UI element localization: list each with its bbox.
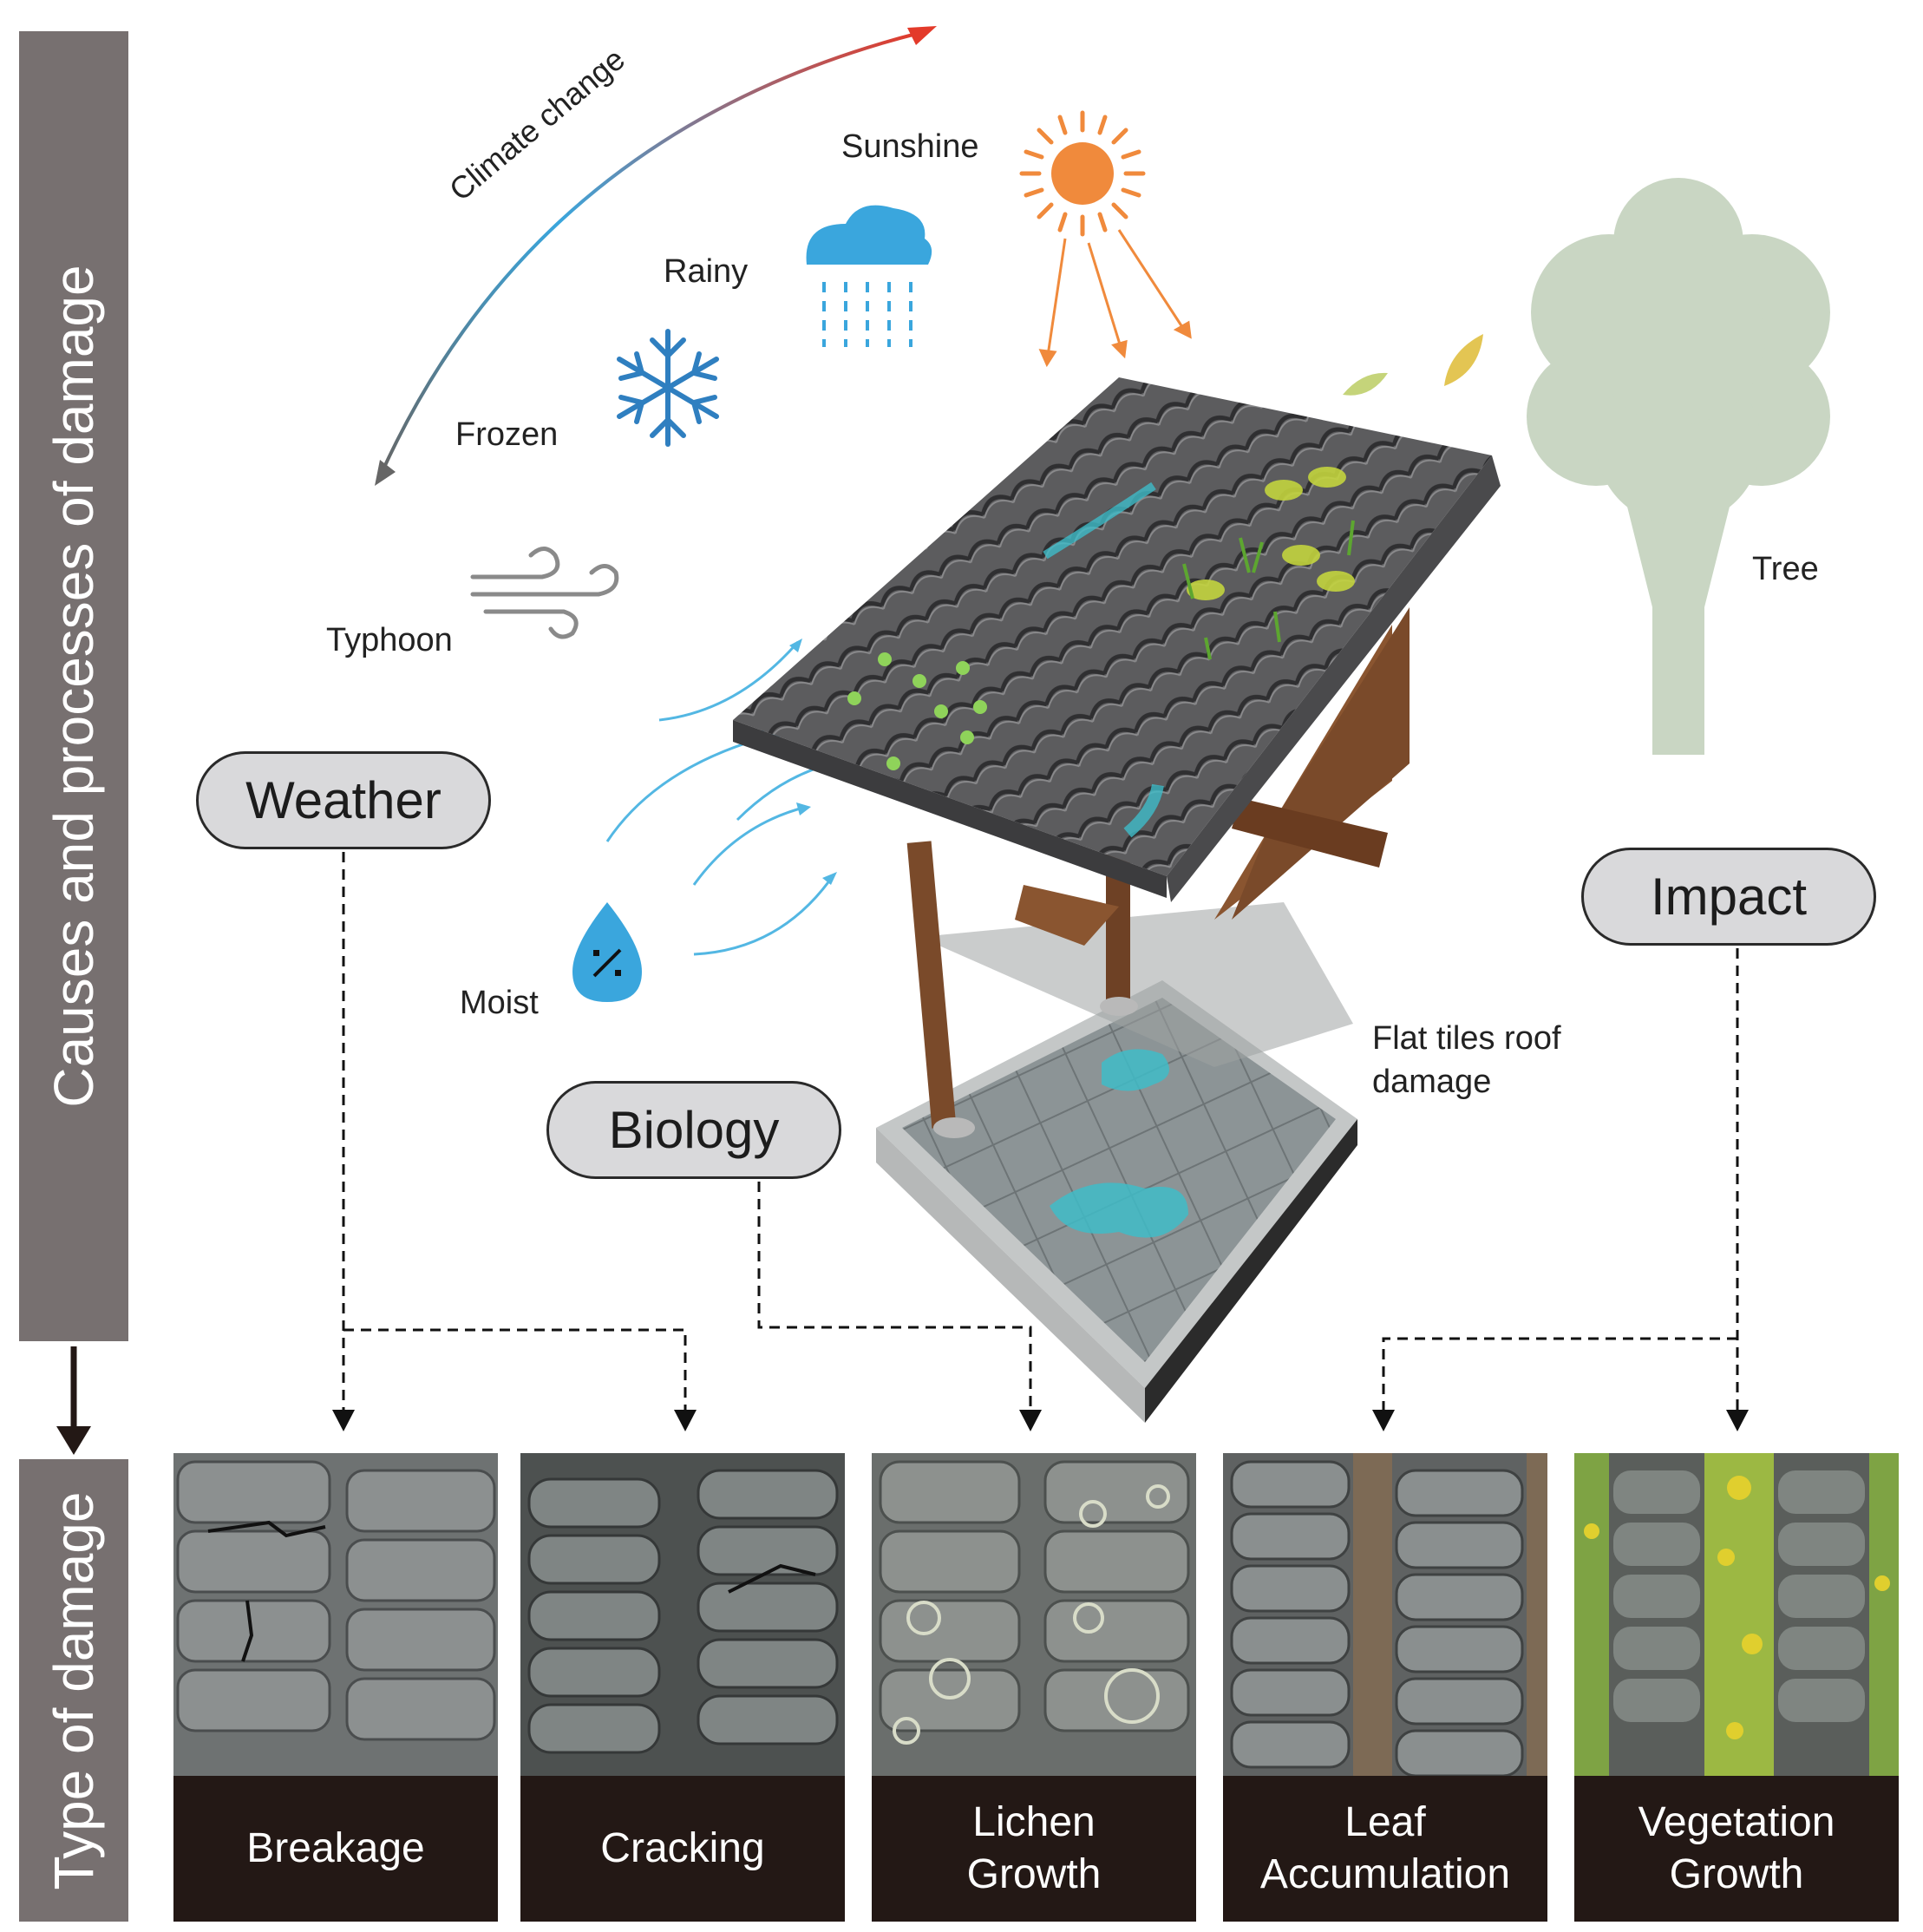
cracking-label: Cracking bbox=[520, 1776, 845, 1922]
causes-bar: Causes and processes of damage bbox=[19, 31, 128, 1341]
illustration bbox=[375, 26, 1830, 1423]
vegetation-photo bbox=[1574, 1453, 1899, 1776]
water-puddle bbox=[1050, 1182, 1188, 1238]
tree-icon bbox=[1527, 178, 1830, 755]
cracking-photo bbox=[520, 1453, 845, 1776]
damage-card-breakage: Breakage bbox=[173, 1453, 498, 1922]
moist-label: Moist bbox=[460, 985, 539, 1021]
impact-category: Impact bbox=[1581, 848, 1876, 946]
types-bar: Type of damage bbox=[19, 1459, 128, 1922]
weather-category: Weather bbox=[196, 751, 491, 849]
wind-icon bbox=[470, 547, 619, 639]
leaf-icon bbox=[1343, 372, 1388, 396]
typhoon-label: Typhoon bbox=[326, 622, 453, 658]
connectors bbox=[332, 852, 1749, 1431]
leaf-photo bbox=[1223, 1453, 1547, 1776]
sunshine-label: Sunshine bbox=[841, 128, 979, 165]
sun-icon bbox=[1019, 110, 1192, 368]
damage-card-vegetation: Vegetation Growth bbox=[1574, 1453, 1899, 1922]
damage-card-cracking: Cracking bbox=[520, 1453, 845, 1922]
frozen-label: Frozen bbox=[455, 416, 559, 453]
damage-card-lichen: Lichen Growth bbox=[872, 1453, 1196, 1922]
water-puddle bbox=[1102, 1049, 1169, 1091]
vegetation-growth-label: Vegetation Growth bbox=[1574, 1776, 1899, 1922]
rain-cloud-icon bbox=[806, 205, 932, 347]
breakage-photo bbox=[173, 1453, 498, 1776]
lichen-growth-label: Lichen Growth bbox=[872, 1776, 1196, 1922]
damage-card-leaf: Leaf Accumulation bbox=[1223, 1453, 1547, 1922]
pavilion-illustration bbox=[733, 377, 1501, 1423]
roof-damage-label: Flat tiles roof damage bbox=[1372, 1020, 1561, 1100]
moisture-drop-icon bbox=[572, 902, 642, 1002]
rainy-label: Rainy bbox=[664, 253, 749, 290]
leaf-accumulation-label: Leaf Accumulation bbox=[1223, 1776, 1547, 1922]
types-bar-label: Type of damage bbox=[43, 1491, 105, 1889]
biology-category: Biology bbox=[546, 1081, 841, 1179]
lichen-photo bbox=[872, 1453, 1196, 1776]
climate-change-arrow bbox=[380, 31, 920, 474]
snowflake-icon bbox=[617, 329, 719, 447]
leaf-icon bbox=[1444, 334, 1483, 386]
tree-label: Tree bbox=[1752, 551, 1819, 587]
down-arrow-icon bbox=[56, 1346, 91, 1455]
breakage-label: Breakage bbox=[173, 1776, 498, 1922]
